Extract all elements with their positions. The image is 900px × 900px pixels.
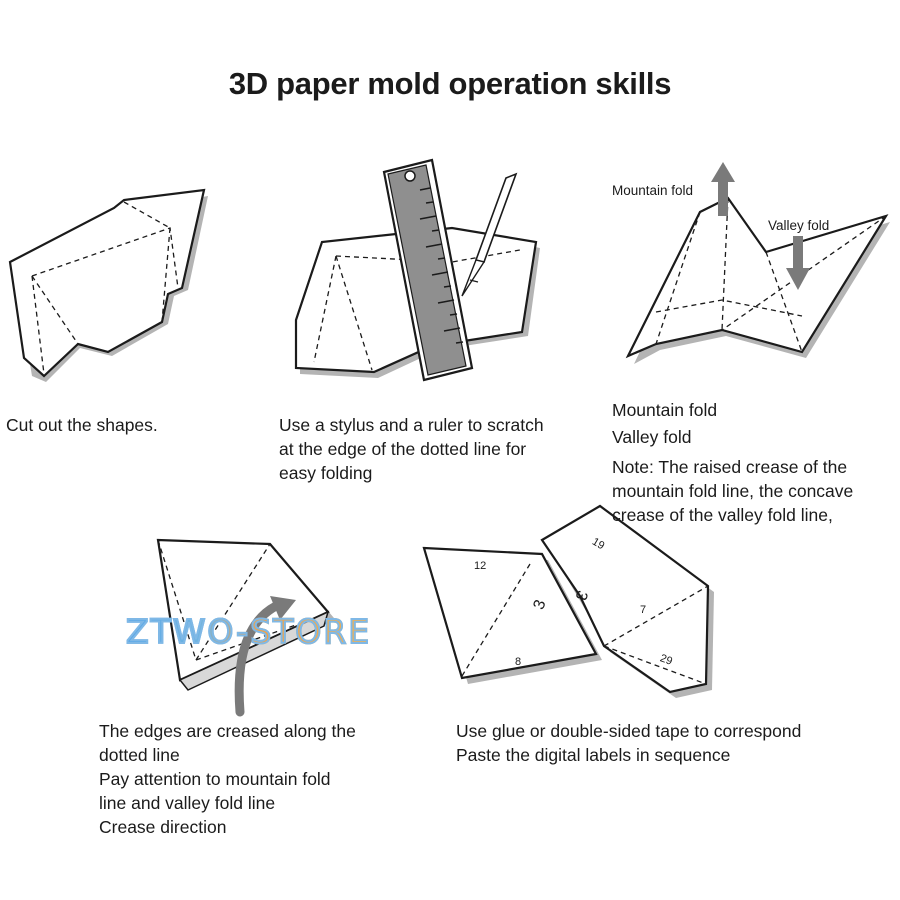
crease-caption-line: Crease direction — [99, 817, 227, 837]
crease-illustration — [156, 538, 334, 717]
piece-number-8: 8 — [515, 656, 522, 668]
cut-shape-illustration — [8, 188, 208, 382]
glue-caption-line: Use glue or double-sided tape to corresp… — [456, 721, 802, 741]
ruler-stylus-illustration — [294, 158, 540, 382]
glue-caption-line: Paste the digital labels in sequence — [456, 745, 731, 765]
fold-note-line: mountain fold line, the concave — [612, 481, 854, 501]
watermark: ZTWO-STORE — [125, 611, 372, 652]
legend-mountain-fold: Mountain fold — [612, 400, 718, 420]
page-title: 3D paper mold operation skills — [228, 66, 672, 101]
scratch-caption: Use a stylus and a ruler to scratch at t… — [279, 413, 544, 485]
mountain-fold-diagram-label: Mountain fold — [612, 183, 694, 198]
scratch-caption-line: easy folding — [279, 463, 373, 483]
fold-note-line: crease of the valley fold line, — [612, 505, 833, 525]
crease-caption-line: Pay attention to mountain fold — [99, 769, 331, 789]
scratch-caption-line: Use a stylus and a ruler to scratch — [279, 415, 544, 435]
fold-note-line: Note: The raised crease of the — [612, 457, 848, 477]
legend-valley-fold: Valley fold — [612, 427, 692, 447]
cut-caption: Cut out the shapes. — [6, 415, 158, 435]
fold-legend: Mountain fold Valley fold — [612, 397, 717, 451]
piece-number-7: 7 — [640, 604, 647, 616]
glue-illustration — [422, 504, 714, 698]
glue-caption: Use glue or double-sided tape to corresp… — [456, 719, 801, 767]
valley-fold-diagram-label: Valley fold — [768, 218, 830, 233]
scratch-caption-line: at the edge of the dotted line for — [279, 439, 527, 459]
crease-caption-line: line and valley fold line — [99, 793, 276, 813]
crease-caption-line: dotted line — [99, 745, 180, 765]
fold-illustration — [625, 162, 890, 364]
crease-caption: The edges are creased along the dotted l… — [99, 719, 356, 839]
crease-caption-line: The edges are creased along the — [99, 721, 356, 741]
fold-note: Note: The raised crease of the mountain … — [612, 455, 853, 527]
piece-number-12: 12 — [474, 560, 487, 572]
